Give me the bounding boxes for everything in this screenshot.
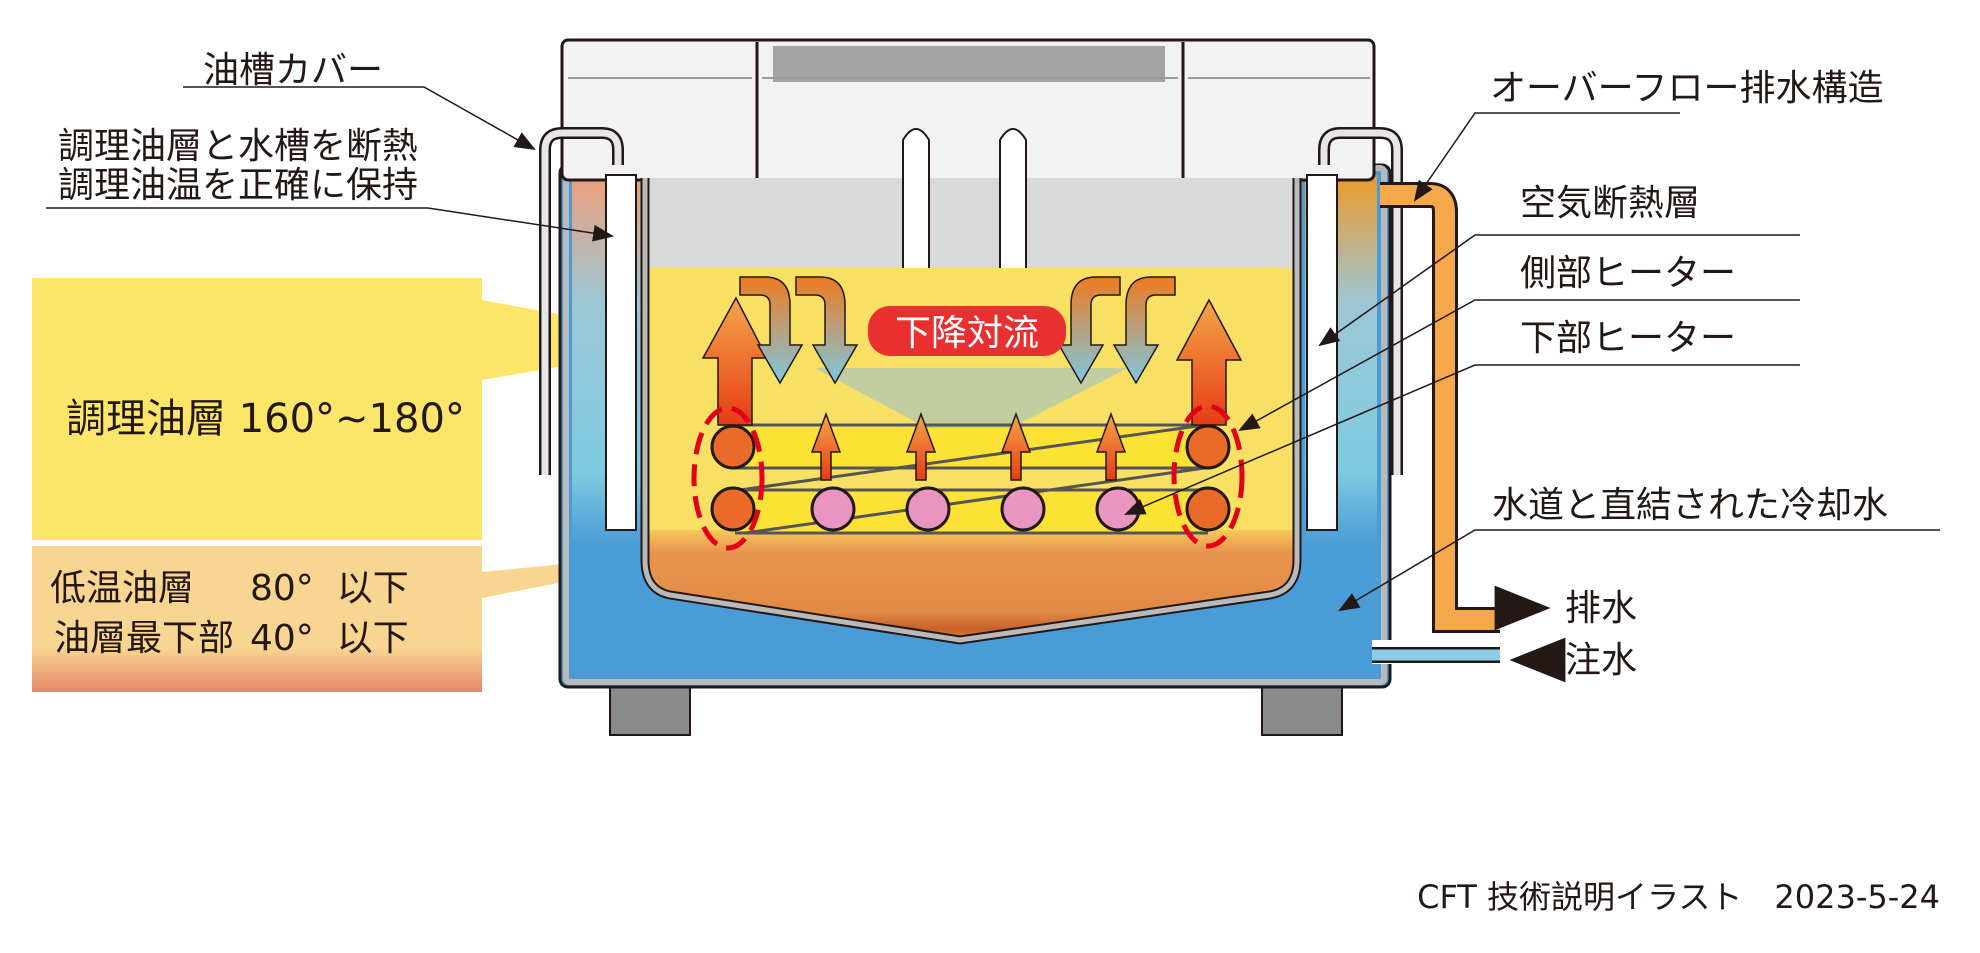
drain-label: 排水 <box>1565 588 1637 629</box>
convection-label: 下降対流 <box>895 313 1039 354</box>
lid <box>560 38 1376 182</box>
side-heater-highlight-left <box>691 405 765 551</box>
side-heater-highlight-right <box>1171 403 1245 549</box>
bottom-heater-element <box>905 486 951 532</box>
bottom-heater-label: 下部ヒーター <box>1520 318 1736 359</box>
low-temp-layer-label: 低温油層 <box>50 568 194 609</box>
basket-handles <box>902 128 1027 268</box>
low-temp-layer-box <box>32 546 645 692</box>
bottom-heater-element <box>810 486 856 532</box>
overflow-label: オーバーフロー排水構造 <box>1490 68 1883 109</box>
heat-up-arrows <box>810 411 1127 481</box>
low-temp-layer-value: 80° 以下 <box>250 568 409 609</box>
air-insulation-label: 空気断熱層 <box>1520 183 1700 224</box>
bottom-layer-label: 油層最下部 <box>54 618 234 659</box>
bottom-layer-value: 40° 以下 <box>250 618 409 659</box>
side-heater-element <box>1185 424 1231 470</box>
convection-badge: 下降対流 <box>868 306 1066 356</box>
right-foot <box>1261 684 1343 736</box>
bottom-heater-element <box>1095 486 1141 532</box>
convection-down-arrows <box>739 276 1176 385</box>
left-foot <box>609 684 691 736</box>
heater-elements <box>710 424 1231 532</box>
side-up-arrow-left <box>701 296 769 426</box>
convection-flow-shape <box>815 368 1128 450</box>
footer-caption: CFT 技術説明イラスト 2023-5-24 <box>1417 878 1940 916</box>
bottom-heater-element <box>1000 486 1046 532</box>
side-heater-label: 側部ヒーター <box>1520 253 1736 294</box>
cooking-layer-label: 調理油層 160°~180° <box>66 396 465 442</box>
insulation-label-line1: 調理油層と水槽を断熱 <box>58 126 418 167</box>
insulation-label-line2: 調理油温を正確に保持 <box>58 165 418 206</box>
side-heater-element <box>1185 486 1231 532</box>
cover-label: 油槽カバー <box>203 50 383 91</box>
side-heater-element <box>710 486 756 532</box>
inlet-label: 注水 <box>1565 640 1637 681</box>
cooling-water-label: 水道と直結された冷却水 <box>1492 485 1888 526</box>
leader-lines <box>46 86 1940 612</box>
side-heater-element <box>710 424 756 470</box>
